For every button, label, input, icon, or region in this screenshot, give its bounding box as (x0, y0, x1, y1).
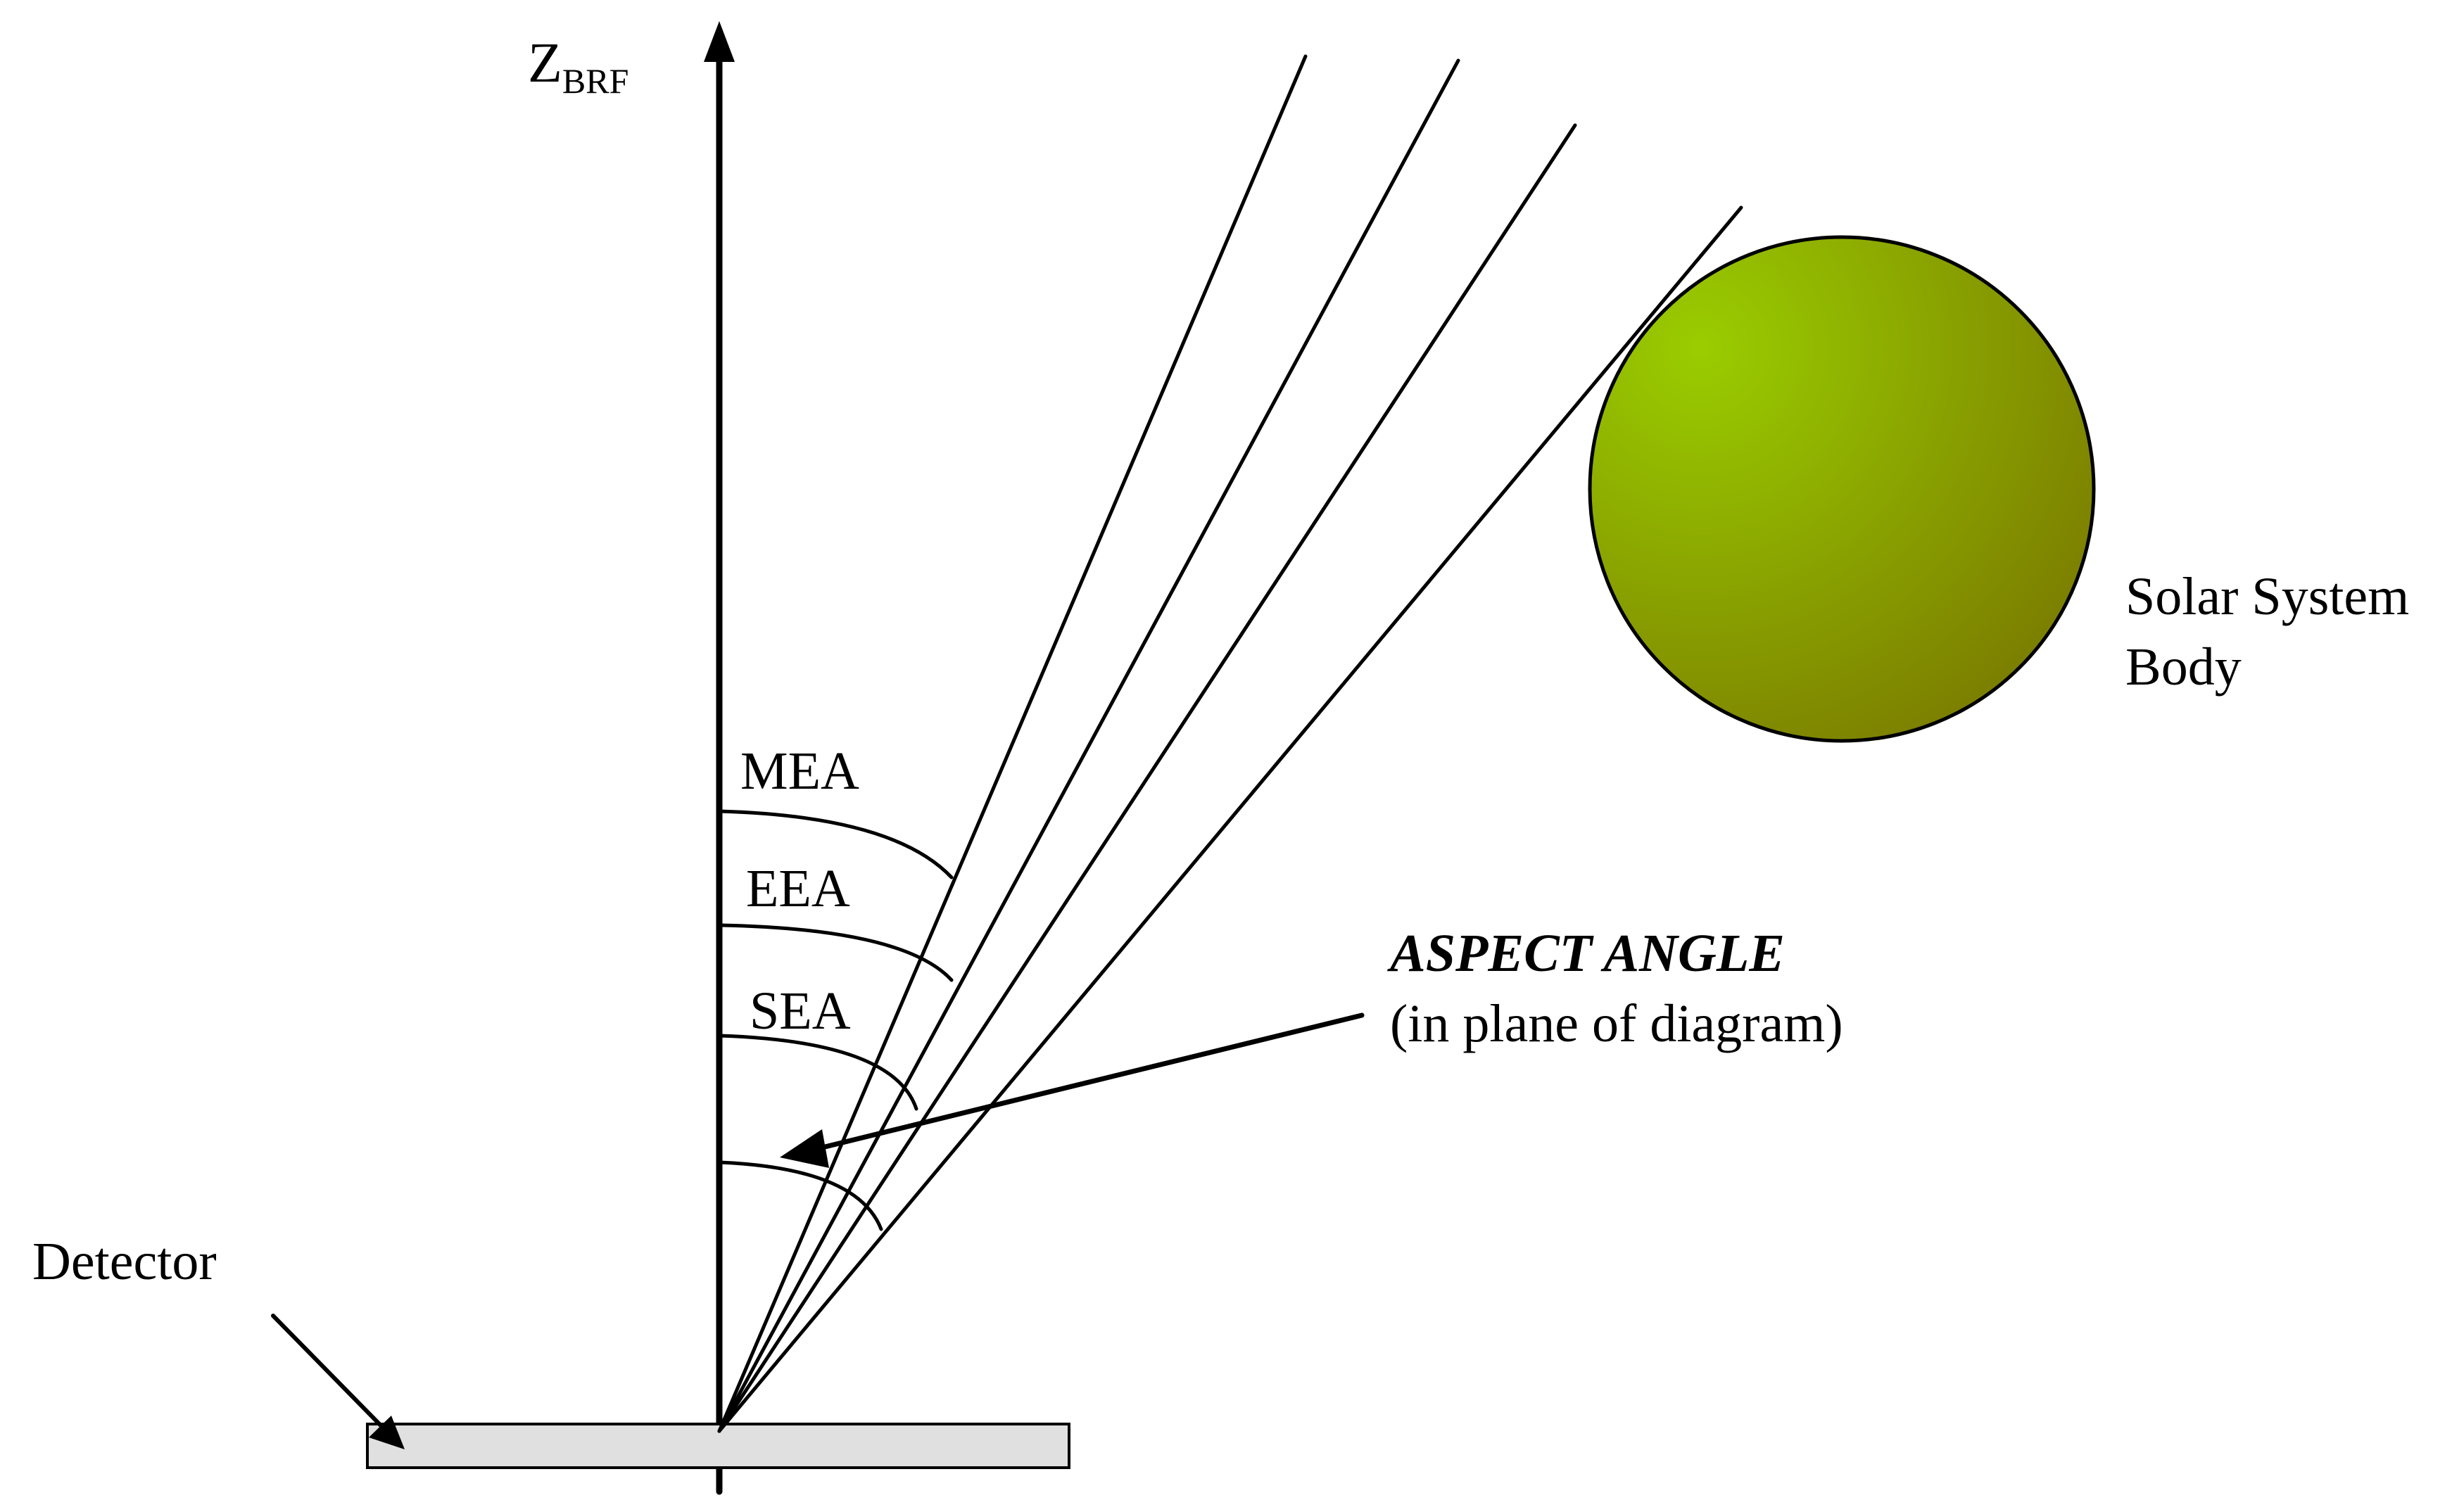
body-label-line2: Body (2125, 637, 2242, 697)
body-label-line1: Solar System (2125, 567, 2409, 626)
arc-sea (717, 1034, 918, 1111)
aspect-arrow (814, 1012, 1365, 1152)
solar-system-body (1588, 235, 2096, 743)
z-axis-arrowhead (704, 21, 735, 62)
aspect-arrowhead (780, 1129, 829, 1168)
ray-mea (717, 54, 1308, 1433)
detector-label: Detector (32, 1232, 217, 1291)
aspect-angle-title: ASPECT ANGLE (1387, 924, 1785, 983)
arc-mea (717, 809, 954, 879)
ray-aspect (717, 205, 1743, 1433)
arc-eea (717, 923, 954, 982)
label-sea: SEA (750, 981, 851, 1041)
label-eea: EEA (746, 859, 850, 918)
detector-arrow (271, 1314, 386, 1430)
ray-eea (717, 58, 1460, 1433)
z-axis-label: ZBRF (528, 32, 628, 101)
aspect-angle-subtitle: (in plane of diagram) (1390, 994, 1843, 1053)
arc-aspect (717, 1160, 883, 1231)
detector-arrowhead (369, 1416, 405, 1449)
ray-sea (717, 123, 1577, 1433)
label-mea: MEA (740, 742, 859, 801)
